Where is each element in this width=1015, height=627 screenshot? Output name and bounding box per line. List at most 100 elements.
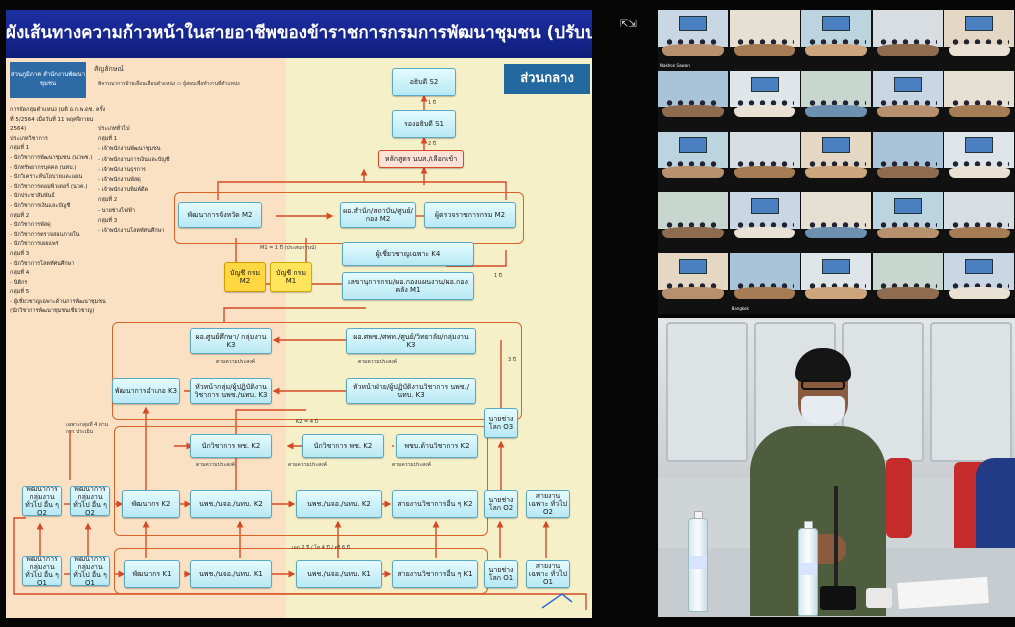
participant-tile[interactable]: [729, 10, 800, 69]
exit-fullscreen-icon[interactable]: ⇱⇲: [620, 19, 637, 30]
box-left-2: พัฒนาการ กลุ่มงานทั่วไป อื่น ๆ O2: [70, 486, 110, 516]
participant-tile[interactable]: Bangkok: [729, 253, 800, 312]
tile-screen: [750, 198, 779, 214]
tile-screen: [965, 137, 994, 153]
tile-attendees: [949, 281, 1009, 290]
box-o1-general: สายงานเฉพาะ ทั่วไป O1: [526, 560, 570, 588]
box-course: หลักสูตร นบส./เลือกเข้า: [378, 150, 464, 168]
tile-table: [876, 105, 939, 117]
participant-tile[interactable]: [729, 131, 800, 191]
participant-tile[interactable]: [944, 253, 1015, 312]
participant-tile[interactable]: [872, 131, 943, 191]
box-left-4: พัฒนาการ กลุ่มงานทั่วไป อื่น ๆ O1: [70, 556, 110, 586]
box-k1-a: พัฒนากร K1: [124, 560, 180, 588]
tile-screen: [679, 259, 707, 275]
tile-table: [876, 165, 939, 178]
tile-table: [948, 165, 1011, 178]
tile-table: [662, 44, 724, 57]
tile-table: [805, 226, 867, 239]
tile-table: [733, 44, 796, 57]
microphone: [834, 486, 838, 586]
legend-row: พิจารณาการย้ายเลื่อนเลื่อนตำแหน่ง ▭ ผู้ส…: [98, 81, 240, 87]
tile-attendees: [663, 281, 723, 290]
red-chair: [886, 458, 912, 538]
participant-tile[interactable]: [658, 192, 728, 251]
tile-attendees: [878, 220, 938, 229]
box-k3-center: ผอ.ศพช./ศพท./ศูนย์/วิทยาลัย/กลุ่มงาน K3: [346, 328, 476, 354]
participant-tile[interactable]: [801, 70, 872, 130]
participant-tile[interactable]: [944, 192, 1015, 251]
tile-screen: [822, 137, 851, 153]
tile-label: Nakhon Sawan: [660, 63, 690, 68]
box-k3-head-group: หัวหน้ากลุ่ม/ผู้ปฏิบัติงานวิชาการ นพช./น…: [190, 378, 272, 404]
tile-table: [805, 44, 867, 57]
tile-attendees: [806, 281, 866, 290]
tile-screen: [822, 15, 851, 32]
tile-table: [662, 287, 724, 300]
slide-title: ผังเส้นทางความก้าวหน้าในสายอาชีพของข้ารา…: [6, 10, 592, 58]
box-s1: รองอธิบดี S1: [392, 110, 456, 138]
participant-tile[interactable]: [658, 70, 728, 130]
note-years: เอก 2 ปี / โท 4 ปี / ตรี 6 ปี: [292, 545, 350, 551]
box-k1-d: สายงานวิชาการอื่น ๆ K1: [392, 560, 478, 588]
note-2yr: 2 ปี: [428, 141, 436, 147]
tile-attendees: [806, 220, 866, 229]
participant-tile[interactable]: [872, 192, 943, 251]
hair: [795, 348, 851, 382]
box-k2-f: นพช./นจอ./นทบ. K2: [296, 490, 382, 518]
tile-screen: [822, 259, 851, 275]
tile-label: Bangkok: [731, 306, 749, 312]
participant-tile[interactable]: [944, 10, 1015, 69]
participant-tile[interactable]: [801, 131, 872, 191]
box-k2-c: พชบ.ด้านวิชาการ K2: [396, 434, 478, 458]
position-groups-notes: การจัดกลุ่มตำแหน่ง (มติ อ.ก.พ.ดช. ครั้งท…: [10, 107, 106, 315]
box-k3-head-section: หัวหน้าฝ่าย/ผู้ปฏิบัติงานวิชาการ นพช./นท…: [346, 378, 476, 404]
microphone-base: [820, 586, 856, 610]
tile-screen: [893, 76, 922, 93]
tile-attendees: [735, 159, 794, 169]
participant-tile[interactable]: [944, 70, 1015, 130]
tile-attendees: [663, 38, 723, 47]
tile-table: [662, 105, 724, 117]
tile-attendees: [949, 99, 1009, 108]
participant-tile[interactable]: [872, 10, 943, 69]
participant-tile[interactable]: [658, 131, 728, 191]
cup: [866, 588, 892, 608]
tile-attendees: [806, 99, 866, 108]
tile-attendees: [878, 159, 938, 169]
water-bottle: [688, 511, 708, 612]
box-k2-a: นักวิชาการ พช. K2: [190, 434, 272, 458]
participant-tile[interactable]: [729, 192, 800, 251]
tile-table: [948, 105, 1011, 117]
participant-tile[interactable]: [658, 253, 728, 312]
participant-tile[interactable]: [801, 10, 872, 69]
k3-group: [112, 322, 522, 420]
participant-tile[interactable]: [944, 131, 1015, 191]
tile-table: [805, 165, 867, 178]
central-label: ส่วนกลาง: [504, 64, 590, 94]
box-k3-district: พัฒนาการอำเภอ K3: [112, 378, 180, 404]
tile-table: [876, 44, 939, 57]
note-eval-3: ตามความประสงค์: [196, 462, 235, 468]
tile-attendees: [663, 159, 723, 169]
box-left-3: พัฒนาการ กลุ่มงานทั่วไป อื่น ๆ O1: [22, 556, 62, 586]
shirt: [750, 426, 886, 616]
tile-screen: [893, 198, 922, 214]
box-k2-g: สายงานวิชาการอื่น ๆ K2: [392, 490, 478, 518]
note-eval-1: ตามความประสงค์: [216, 359, 255, 365]
box-m2-director: ผอ.สำนัก/สถาบัน/ศูนย์/กอง M2: [340, 202, 416, 228]
participant-tile[interactable]: Nakhon Sawan: [658, 10, 728, 69]
participant-tile[interactable]: [872, 253, 943, 312]
participant-tile[interactable]: [872, 70, 943, 130]
box-m2-inspector: ผู้ตรวจราชการกรม M2: [424, 202, 516, 228]
water-bottle: [798, 521, 818, 616]
participant-tile[interactable]: [801, 253, 872, 312]
speaker-video: [658, 318, 1015, 617]
box-k3-study: ผอ.ศูนย์ศึกษา/ กลุ่มงาน K3: [190, 328, 272, 354]
participant-tile[interactable]: [801, 192, 872, 251]
participant-tile[interactable]: [729, 70, 800, 130]
tile-attendees: [878, 99, 938, 108]
box-acct-m1: บัญชี กรม M1: [270, 262, 312, 292]
note-k2-4yr: K2 = 4 ปี: [296, 419, 318, 425]
note-eval-2: ตามความประสงค์: [358, 359, 397, 365]
